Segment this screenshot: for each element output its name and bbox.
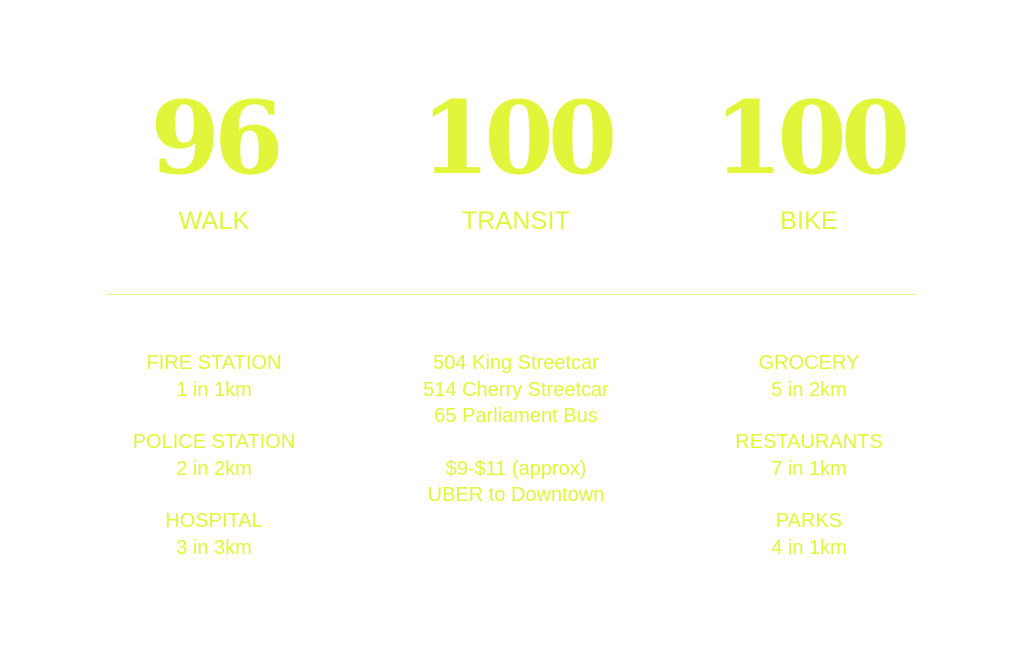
bike-score: 100 BIKE (659, 80, 959, 236)
transit-details: 504 King Streetcar 514 Cherry Streetcar … (366, 350, 666, 509)
list-item: PARKS 4 in 1km (659, 508, 959, 561)
list-item: FIRE STATION 1 in 1km (64, 350, 364, 403)
item-title: HOSPITAL (165, 510, 263, 532)
uber-label: UBER to Downtown (427, 484, 605, 506)
transit-score-label: TRANSIT (461, 207, 571, 235)
transit-score: 100 TRANSIT (366, 80, 666, 236)
item-count: 7 in 1km (771, 457, 847, 480)
bike-score-value: 100 (713, 79, 911, 197)
item-title: GROCERY (758, 352, 860, 374)
item-title: PARKS (775, 510, 843, 532)
transit-route: 65 Parliament Bus (434, 405, 598, 427)
spacer (366, 430, 666, 456)
item-title: FIRE STATION (146, 352, 282, 374)
transit-route: 504 King Streetcar (433, 352, 599, 374)
transit-score-value: 100 (420, 79, 618, 197)
walk-score: 96 WALK (64, 80, 364, 236)
transit-routes: 504 King Streetcar 514 Cherry Streetcar … (366, 350, 666, 430)
section-divider (106, 294, 917, 295)
list-item: GROCERY 5 in 2km (659, 350, 959, 403)
uber-info: $9-$11 (approx) UBER to Downtown (366, 456, 666, 509)
item-count: 5 in 2km (771, 378, 847, 401)
item-count: 3 in 3km (176, 536, 252, 559)
bike-details: GROCERY 5 in 2km RESTAURANTS 7 in 1km PA… (659, 350, 959, 587)
list-item: HOSPITAL 3 in 3km (64, 508, 364, 561)
item-title: POLICE STATION (132, 431, 296, 453)
item-count: 1 in 1km (176, 378, 252, 401)
item-count: 2 in 2km (176, 457, 252, 480)
walk-score-label: WALK (178, 207, 250, 235)
item-title: RESTAURANTS (735, 431, 883, 453)
walk-details: FIRE STATION 1 in 1km POLICE STATION 2 i… (64, 350, 364, 587)
scores-row: 96 WALK 100 TRANSIT 100 BIKE (0, 80, 1024, 250)
item-count: 4 in 1km (771, 536, 847, 559)
transit-route: 514 Cherry Streetcar (423, 378, 609, 401)
list-item: RESTAURANTS 7 in 1km (659, 429, 959, 482)
uber-price: $9-$11 (approx) (445, 457, 587, 480)
list-item: POLICE STATION 2 in 2km (64, 429, 364, 482)
bike-score-label: BIKE (780, 207, 838, 235)
walk-score-value: 96 (150, 79, 283, 197)
